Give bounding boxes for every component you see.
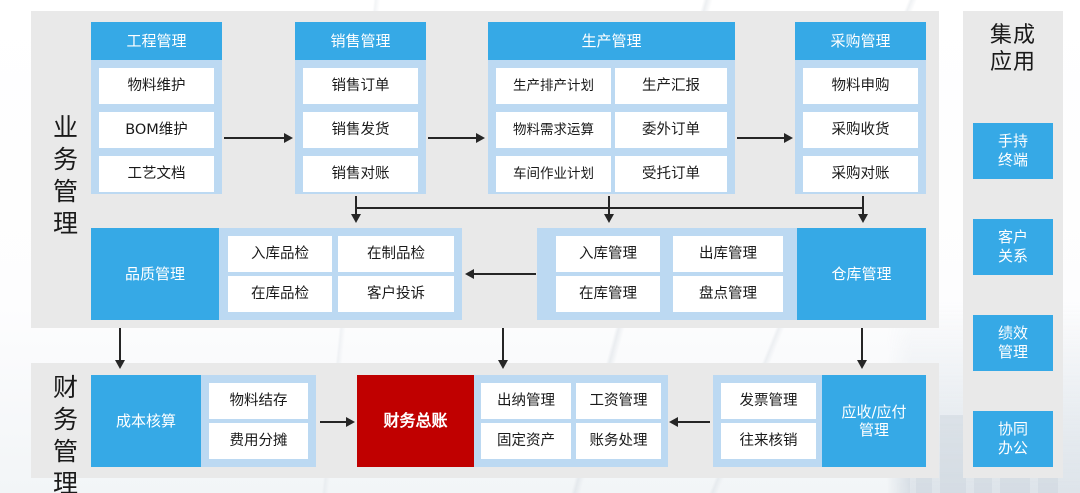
module-ledger-3[interactable]: 固定资产 — [481, 423, 571, 459]
module-production-1[interactable]: 生产排产计划 — [496, 68, 611, 104]
module-quality-1[interactable]: 入库品检 — [228, 236, 332, 272]
arrowhead-bus-drop-production — [604, 214, 614, 223]
module-quality-4[interactable]: 客户投诉 — [338, 276, 454, 312]
app-chip-4-line2: 办公 — [997, 439, 1028, 457]
group-purchasing-header[interactable]: 采购管理 — [795, 22, 926, 60]
arrowhead-warehouse-to-quality — [465, 269, 474, 279]
module-purchasing-3[interactable]: 采购对账 — [803, 156, 918, 192]
module-engineering-3[interactable]: 工艺文档 — [99, 156, 214, 192]
group-receivable-header-line2: 管理 — [858, 421, 889, 439]
module-ledger-2[interactable]: 工资管理 — [576, 383, 661, 419]
group-warehouse-header[interactable]: 仓库管理 — [797, 228, 926, 320]
section-title-char: 财 — [52, 373, 79, 402]
module-engineering-1[interactable]: 物料维护 — [99, 68, 214, 104]
connector-warehouse-to-ledger — [502, 328, 504, 362]
section-title-char: 业 — [52, 113, 79, 142]
module-sales-2[interactable]: 销售发货 — [303, 112, 418, 148]
connector-production-to-purchasing — [737, 137, 785, 139]
section-title-char: 管 — [52, 177, 79, 206]
module-warehouse-1[interactable]: 入库管理 — [556, 236, 660, 272]
module-production-2[interactable]: 生产汇报 — [615, 68, 727, 104]
connector-engineering-to-sales — [224, 137, 286, 139]
app-chip-3-line1: 绩效 — [997, 324, 1028, 342]
app-chip-4-line1: 协同 — [997, 420, 1028, 438]
section-title-char: 理 — [52, 469, 79, 493]
arrowhead-bus-drop-sales — [351, 214, 361, 223]
group-receivable-header-line1: 应收/应付 — [841, 403, 907, 421]
arrowhead-warehouse-to-ledger — [498, 360, 508, 369]
arrowhead-warehouse-to-receivable — [857, 360, 867, 369]
module-purchasing-2[interactable]: 采购收货 — [803, 112, 918, 148]
module-costing-1[interactable]: 物料结存 — [209, 383, 308, 419]
app-chip-3-line2: 管理 — [997, 343, 1028, 361]
integrated-apps-title: 集成 应用 — [963, 22, 1063, 76]
group-ledger-header[interactable]: 财务总账 — [357, 375, 474, 467]
module-costing-2[interactable]: 费用分摊 — [209, 423, 308, 459]
module-purchasing-1[interactable]: 物料申购 — [803, 68, 918, 104]
module-receivable-1[interactable]: 发票管理 — [721, 383, 816, 419]
module-production-3[interactable]: 物料需求运算 — [496, 112, 611, 148]
arrowhead-bus-drop-purchasing — [858, 214, 868, 223]
module-production-5[interactable]: 车间作业计划 — [496, 156, 611, 192]
module-engineering-2[interactable]: BOM维护 — [99, 112, 214, 148]
connector-warehouse-to-quality — [474, 273, 536, 275]
section-title-char: 务 — [52, 145, 79, 174]
app-chip-performance-management[interactable]: 绩效 管理 — [973, 315, 1053, 371]
module-production-4[interactable]: 委外订单 — [615, 112, 727, 148]
module-warehouse-4[interactable]: 盘点管理 — [673, 276, 783, 312]
group-costing-header[interactable]: 成本核算 — [91, 375, 201, 467]
arrowhead-quality-to-costing — [115, 360, 125, 369]
group-quality-header[interactable]: 品质管理 — [91, 228, 219, 320]
module-warehouse-3[interactable]: 在库管理 — [556, 276, 660, 312]
section-title-char: 务 — [52, 405, 79, 434]
connector-bus-drop-purchasing — [862, 196, 864, 216]
connector-receivable-to-ledger — [678, 421, 710, 423]
section-title-char: 理 — [52, 209, 79, 238]
group-receivable-header[interactable]: 应收/应付 管理 — [822, 375, 926, 467]
connector-sales-to-production — [428, 137, 478, 139]
connector-costing-to-ledger — [320, 421, 349, 423]
module-ledger-1[interactable]: 出纳管理 — [481, 383, 571, 419]
arrowhead-receivable-to-ledger — [669, 417, 678, 427]
app-chip-handheld-terminal[interactable]: 手持 终端 — [973, 123, 1053, 179]
app-chip-2-line1: 客户 — [997, 228, 1028, 246]
finance-section-title: 财务管理 — [44, 372, 88, 493]
section-title-char: 管 — [52, 437, 79, 466]
module-sales-1[interactable]: 销售订单 — [303, 68, 418, 104]
app-chip-1-line1: 手持 — [997, 132, 1028, 150]
arrowhead-engineering-to-sales — [284, 133, 293, 143]
module-warehouse-2[interactable]: 出库管理 — [673, 236, 783, 272]
business-section-title: 业务管理 — [44, 112, 88, 240]
module-production-6[interactable]: 受托订单 — [615, 156, 727, 192]
arrowhead-costing-to-ledger — [346, 417, 355, 427]
module-ledger-4[interactable]: 账务处理 — [576, 423, 661, 459]
connector-bus-drop-sales — [355, 196, 357, 216]
arrowhead-production-to-purchasing — [784, 133, 793, 143]
integrated-apps-title-line2: 应用 — [989, 50, 1036, 75]
connector-quality-to-costing — [119, 328, 121, 362]
connector-bus-drop-production — [608, 196, 610, 216]
group-engineering-header[interactable]: 工程管理 — [91, 22, 222, 60]
app-chip-collaborative-office[interactable]: 协同 办公 — [973, 411, 1053, 467]
module-sales-3[interactable]: 销售对账 — [303, 156, 418, 192]
module-quality-2[interactable]: 在制品检 — [338, 236, 454, 272]
app-chip-customer-relations[interactable]: 客户 关系 — [973, 219, 1053, 275]
module-receivable-2[interactable]: 往来核销 — [721, 423, 816, 459]
arrowhead-sales-to-production — [476, 133, 485, 143]
app-chip-1-line2: 终端 — [997, 151, 1028, 169]
group-sales-header[interactable]: 销售管理 — [295, 22, 426, 60]
group-production-header[interactable]: 生产管理 — [488, 22, 735, 60]
module-quality-3[interactable]: 在库品检 — [228, 276, 332, 312]
connector-warehouse-to-receivable — [861, 328, 863, 362]
integrated-apps-title-line1: 集成 — [989, 23, 1036, 48]
app-chip-2-line2: 关系 — [997, 247, 1028, 265]
